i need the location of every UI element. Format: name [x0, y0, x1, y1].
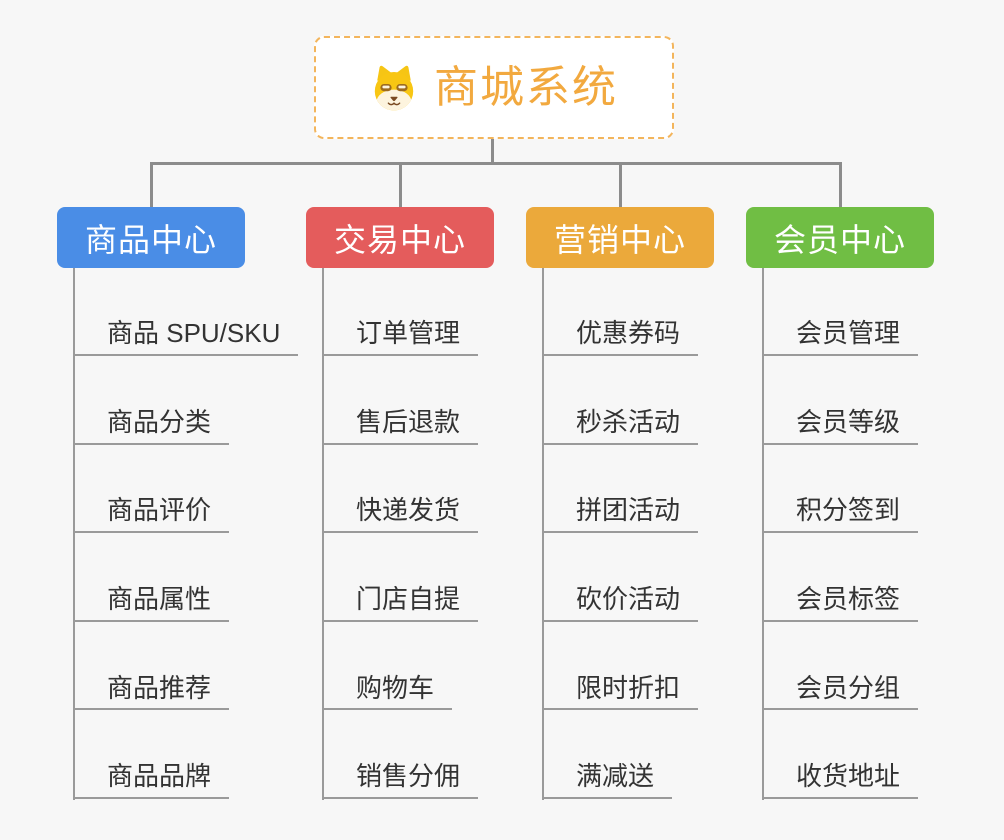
connector-line [838, 162, 842, 207]
leaf-node[interactable]: 拼团活动 [542, 488, 699, 534]
connector-line [149, 162, 153, 207]
leaf-node[interactable]: 门店自提 [322, 577, 479, 622]
branch-node-1[interactable]: 商品中心 [57, 207, 245, 268]
leaf-node[interactable]: 会员管理 [762, 311, 919, 356]
leaf-node[interactable]: 会员等级 [762, 400, 919, 445]
connector-line [618, 162, 622, 207]
leaf-node[interactable]: 砍价活动 [542, 577, 699, 622]
leaf-node[interactable]: 会员分组 [762, 665, 919, 711]
leaf-node[interactable]: 销售分佣 [322, 754, 479, 799]
leaf-node[interactable]: 会员标签 [762, 577, 919, 622]
connector-line [491, 139, 494, 165]
branch-rail-line [73, 268, 75, 800]
branch-rail-line [762, 268, 764, 800]
leaf-node[interactable]: 商品评价 [73, 488, 230, 534]
branch-node-4[interactable]: 会员中心 [746, 207, 934, 268]
leaf-node[interactable]: 商品 SPU/SKU [73, 311, 299, 356]
leaf-node[interactable]: 商品分类 [73, 400, 230, 445]
leaf-node[interactable]: 购物车 [322, 665, 453, 711]
leaf-node[interactable]: 秒杀活动 [542, 400, 699, 445]
root-node[interactable]: 商城系统 [314, 36, 674, 139]
leaf-node[interactable]: 商品属性 [73, 577, 230, 622]
shiba-dog-icon [370, 63, 418, 113]
leaf-node[interactable]: 积分签到 [762, 488, 919, 534]
leaf-node[interactable]: 商品品牌 [73, 754, 230, 799]
leaf-node[interactable]: 收货地址 [762, 754, 919, 799]
branch-rail-line [542, 268, 544, 800]
leaf-node[interactable]: 售后退款 [322, 400, 479, 445]
leaf-node[interactable]: 快递发货 [322, 488, 479, 534]
root-title: 商城系统 [434, 62, 618, 112]
branch-node-2[interactable]: 交易中心 [306, 207, 494, 268]
leaf-node[interactable]: 满减送 [542, 754, 673, 799]
leaf-node[interactable]: 商品推荐 [73, 665, 230, 711]
connector-line [398, 162, 402, 207]
leaf-node[interactable]: 优惠券码 [542, 311, 699, 356]
branch-rail-line [322, 268, 324, 800]
connector-line [149, 162, 842, 165]
leaf-node[interactable]: 订单管理 [322, 311, 479, 356]
leaf-node[interactable]: 限时折扣 [542, 665, 699, 711]
branch-node-3[interactable]: 营销中心 [526, 207, 714, 268]
